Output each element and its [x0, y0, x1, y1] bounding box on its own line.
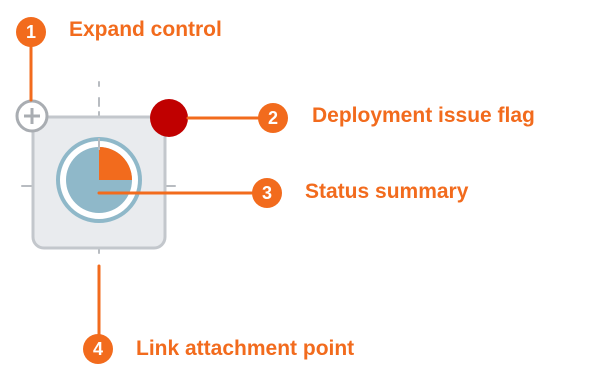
- callout-label-expand-control: Expand control: [69, 18, 222, 41]
- deployment-issue-flag-icon[interactable]: [150, 99, 188, 137]
- callout-label-link-attachment-point: Link attachment point: [136, 337, 355, 360]
- callout-badge-1: 1: [16, 17, 46, 47]
- expand-control[interactable]: [15, 99, 49, 133]
- callout-badge-2: 2: [258, 103, 288, 133]
- callout-leaders: [29, 42, 260, 338]
- callout-badge-4: 4: [83, 334, 113, 364]
- callout-label-status-summary: Status summary: [305, 180, 469, 203]
- callout-badge-3: 3: [252, 178, 282, 208]
- status-progress-wedge: [99, 147, 132, 180]
- callout-label-deployment-issue-flag: Deployment issue flag: [312, 104, 535, 127]
- status-summary-icon[interactable]: [56, 137, 142, 223]
